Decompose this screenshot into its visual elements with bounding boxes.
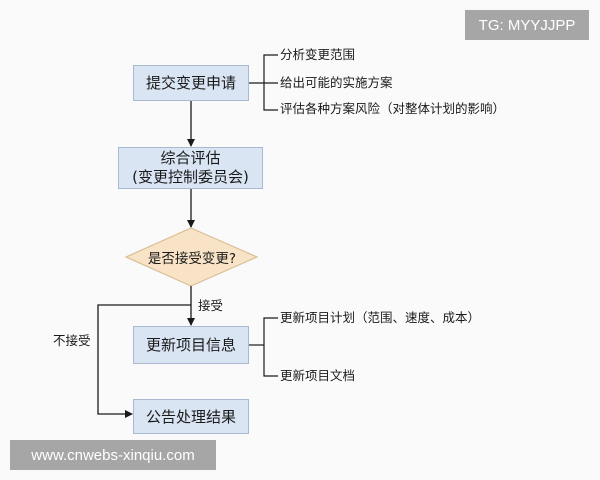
node-label-line2: (变更控制委员会): [132, 168, 249, 186]
reject-label: 不接受: [53, 333, 91, 348]
update-note-2: 更新项目文档: [280, 368, 356, 383]
node-comprehensive-evaluation: 综合评估 (变更控制委员会): [118, 147, 263, 189]
node-announce-result: 公告处理结果: [133, 399, 249, 434]
node-label-line1: 综合评估: [160, 149, 221, 167]
submit-notes-bracket: [249, 54, 278, 111]
update-note-1: 更新项目计划（范围、速度、成本）: [280, 310, 481, 325]
watermark-top-right: TG: MYYJJPP: [465, 10, 589, 40]
update-notes-bracket: [249, 317, 278, 377]
edge-reject: [97, 304, 191, 418]
node-label: 公告处理结果: [145, 407, 236, 426]
node-label: 更新项目信息: [145, 336, 236, 354]
node-submit-change-request: 提交变更申请: [133, 65, 249, 101]
node-label: 提交变更申请: [145, 74, 236, 92]
submit-note-1: 分析变更范围: [280, 47, 356, 62]
submit-note-3: 评估各种方案风险（对整体计划的影响）: [280, 101, 506, 116]
submit-note-2: 给出可能的实施方案: [280, 75, 393, 90]
watermark-bottom-left: www.cnwebs-xinqiu.com: [10, 440, 216, 470]
node-update-project-info: 更新项目信息: [133, 326, 249, 364]
decision-label: 是否接受变更?: [147, 251, 237, 267]
accept-label: 接受: [198, 298, 224, 313]
